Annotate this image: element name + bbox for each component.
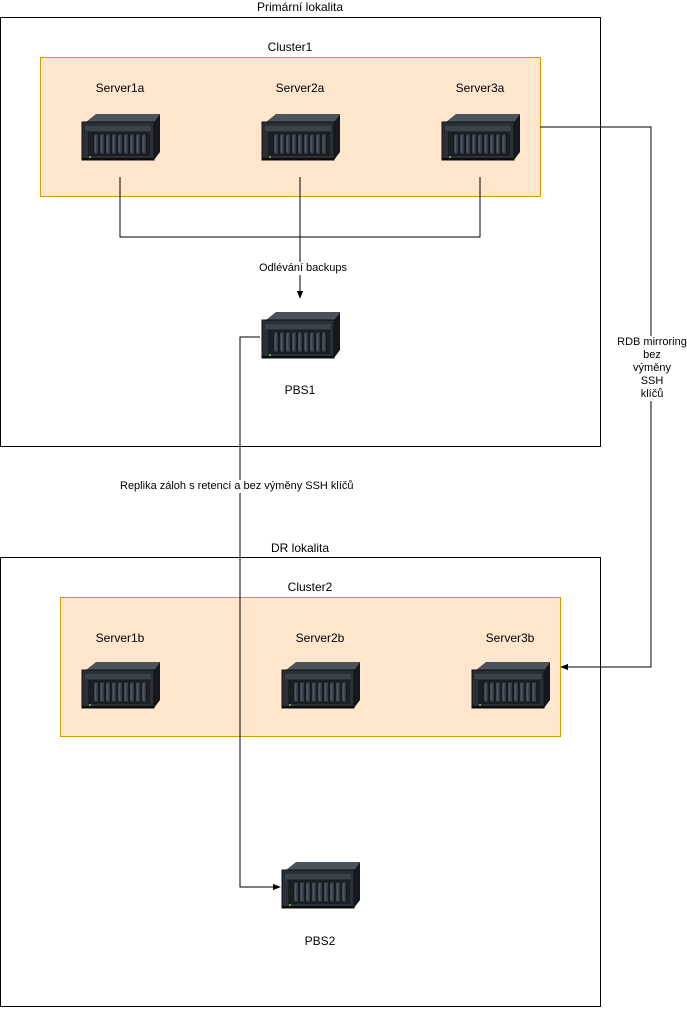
backup-line-server3a bbox=[300, 177, 481, 238]
server2a-label: Server2a bbox=[275, 81, 325, 95]
replica-edge-label: Replika záloh s retencí a bez výměny SSH… bbox=[120, 480, 354, 493]
cluster1-title: Cluster1 bbox=[267, 40, 313, 54]
dr-site-container bbox=[0, 557, 601, 1007]
server3b-icon bbox=[470, 660, 552, 712]
replica-arrow-pbs1-to-pbs2 bbox=[239, 336, 281, 891]
rdb-label-line-5: klíčů bbox=[640, 388, 664, 400]
rdb-label-line-4: SSH bbox=[640, 375, 664, 387]
server3a-label: Server3a bbox=[455, 81, 505, 95]
pbs1-icon bbox=[260, 310, 342, 362]
server2b-icon bbox=[280, 660, 362, 712]
cluster2-title: Cluster2 bbox=[287, 580, 333, 594]
pbs2-icon bbox=[280, 860, 362, 912]
pbs2-label: PBS2 bbox=[304, 934, 336, 948]
server1a-icon bbox=[80, 112, 162, 164]
server3b-label: Server3b bbox=[485, 631, 535, 645]
server3a-icon bbox=[440, 112, 522, 164]
server1a-label: Server1a bbox=[95, 81, 145, 95]
backup-edge-label: Odlévání backups bbox=[258, 262, 348, 275]
dr-site-title: DR lokalita bbox=[270, 541, 330, 555]
primary-site-container bbox=[0, 17, 601, 447]
pbs1-label: PBS1 bbox=[284, 383, 316, 397]
primary-site-title: Primární lokalita bbox=[256, 0, 344, 14]
backup-line-server1a bbox=[119, 177, 300, 238]
rdb-label-line-1: RDB mirroring bbox=[617, 336, 687, 348]
rdb-mirroring-label: RDB mirroring bez výměny SSH klíčů bbox=[616, 336, 687, 401]
server1b-icon bbox=[80, 660, 162, 712]
server2b-label: Server2b bbox=[295, 631, 345, 645]
rdb-label-line-3: výměny bbox=[633, 362, 671, 374]
rdb-label-line-2: bez bbox=[643, 349, 661, 361]
server1b-label: Server1b bbox=[95, 631, 145, 645]
server2a-icon bbox=[260, 112, 342, 164]
